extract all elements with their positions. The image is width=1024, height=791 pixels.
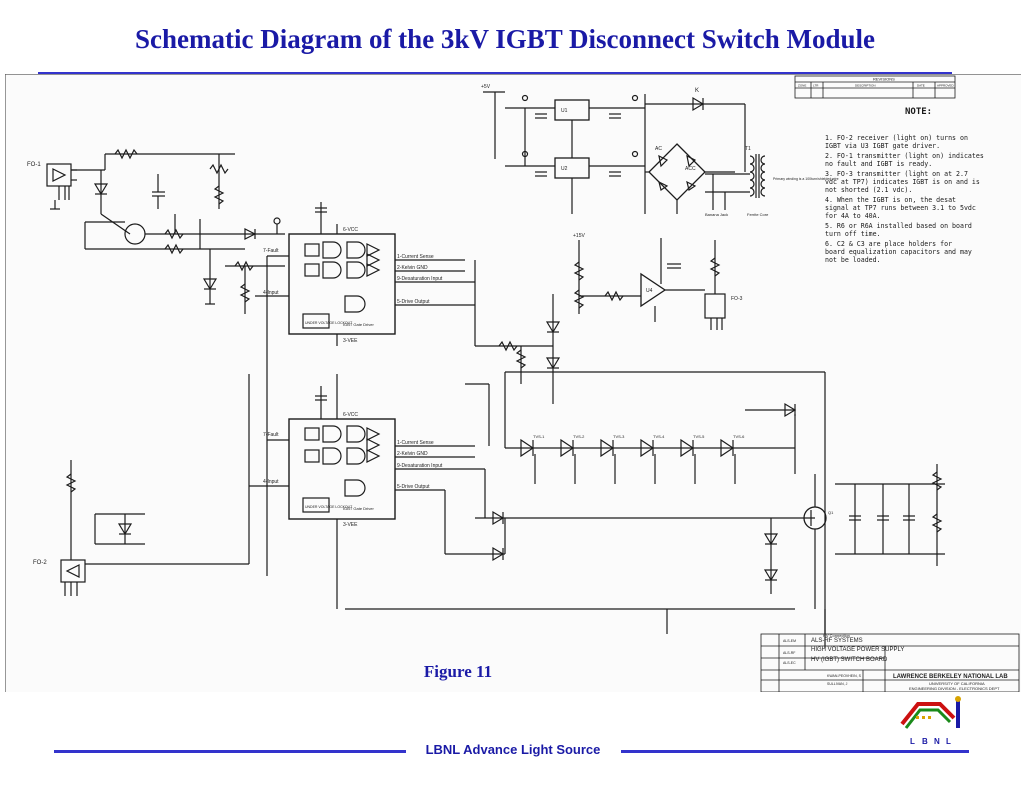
u3-fault-label: 7-Fault <box>263 248 279 254</box>
logo-letter-l2: L <box>946 737 951 746</box>
label-u1: U1 <box>561 108 568 114</box>
note-line: 5. R6 or R6A installed based on board <box>825 222 972 230</box>
rev-col-ltr: LTR <box>813 84 819 88</box>
label-tvs-3: TVS-3 <box>613 434 625 439</box>
rev-col-description: DESCRIPTION <box>855 84 876 88</box>
u3-desat-input-label: 9-Desaturation Input <box>397 276 443 282</box>
u3-uvlo-label: UNDER VOLTAGE LOCKOUT <box>305 321 353 325</box>
note-line: for 4A to 40A. <box>825 212 881 220</box>
note-line: not be loaded. <box>825 256 881 264</box>
rev-col-zone: ZONE <box>798 84 806 88</box>
title-org-line: ALS-RF SYSTEMS <box>811 638 863 644</box>
title-lab-line: LAWRENCE BERKELEY NATIONAL LAB <box>893 674 1008 680</box>
u3-kelvin-gnd-label: 2-Kelvin GND <box>397 265 428 271</box>
lower-vee-label: 3-VEE <box>343 522 358 528</box>
note-line: not shorted (2.1 vdc). <box>825 186 912 194</box>
note-line: IGBT via U3 IGBT gate driver. <box>825 142 940 150</box>
note-line: turn off time. <box>825 230 881 238</box>
title-small-label: KWAN-PEOVHEIN, S <box>827 674 862 678</box>
u3-current-sense-label: 1-Current Sense <box>397 254 434 260</box>
drawing-title-block: ALS-RF SYSTEMS HIGH VOLTAGE POWER SUPPLY… <box>760 633 1020 692</box>
lower-vcc-label: 6-VCC <box>343 412 358 418</box>
title-small-label: ALS-RF <box>783 651 795 655</box>
note-line: 3. FO-3 transmitter (light on at 2.7 <box>825 170 968 178</box>
label-fo3: FO-3 <box>731 296 743 302</box>
label-primary-winding: Primary winding is a 100turn/shielded wi… <box>773 177 839 181</box>
label-q1: Q1 <box>828 510 834 515</box>
revisions-table: REVISIONS ZONE LTR DESCRIPTION DATE APPR… <box>794 75 956 99</box>
title-project-line: HIGH VOLTAGE POWER SUPPLY <box>811 647 904 653</box>
footer-rule-right <box>621 750 969 753</box>
label-tvs-2: TVS-2 <box>573 434 585 439</box>
note-line: no fault and IGBT is ready. <box>825 160 932 168</box>
note-line: 4. When the IGBT is on, the desat <box>825 196 956 204</box>
lower-desat-input-label: 9-Desaturation Input <box>397 463 443 469</box>
fo2-receiver-section: FO-2 <box>33 256 268 596</box>
logo-letter-n: N <box>934 737 940 746</box>
label-k: K <box>695 88 699 94</box>
label-plus5v: +5V <box>481 84 491 90</box>
label-tvs-6: TVS-6 <box>733 434 745 439</box>
schematic-diagram: FO-1 <box>5 74 1021 692</box>
title-div-line: ENGINEERING DIVISION - ELECTRONICS DEPT <box>909 686 1000 691</box>
lower-input-label: 4-Input <box>263 479 279 485</box>
lower-gate-driver: 6-VCC 7-Fault 1-Current Sense 2-Kelvin G… <box>249 374 485 609</box>
lower-current-sense-label: 1-Current Sense <box>397 440 434 446</box>
notes-block: NOTE: 1. FO-2 receiver (light on) turns … <box>825 107 984 264</box>
slide-title: Schematic Diagram of the 3kV IGBT Discon… <box>135 24 875 54</box>
lower-kelvin-gnd-label: 2-Kelvin GND <box>397 451 428 457</box>
logo-letter-l: L <box>910 737 915 746</box>
label-u2: U2 <box>561 166 568 172</box>
revisions-label: REVISIONS <box>873 77 895 82</box>
fo1-transmitter-section: FO-1 <box>27 148 285 314</box>
rev-col-approved: APPROVED <box>937 84 955 88</box>
u3-driver-name: IGBT Gate Driver <box>343 322 374 327</box>
desat-comparator-section: FO-3 +15V U4 <box>475 233 743 404</box>
regulator-section: +5V U1 U2 <box>481 84 646 214</box>
lower-drive-output-label: 5-Drive Output <box>397 484 430 490</box>
title-small-label: SULLIVAN, J <box>827 682 848 686</box>
label-t1: T1 <box>745 146 751 152</box>
u3-drive-output-label: 5-Drive Output <box>397 299 430 305</box>
footer-text: LBNL Advance Light Source <box>425 742 601 757</box>
label-tvs-1: TVS-1 <box>533 434 545 439</box>
note-line: 2. FO-1 transmitter (light on) indicates <box>825 152 984 160</box>
u3-input-label: 4-Input <box>263 290 279 296</box>
note-line: signal at TP7 runs between 3.1 to 5vdc <box>825 204 976 212</box>
note-line: vdc at TP7) indicates IGBT is on and is <box>825 178 980 186</box>
title-small-label: ALS-EC <box>783 661 796 665</box>
logo-letter-b: B <box>922 737 928 746</box>
note-title: NOTE: <box>905 107 932 117</box>
label-banana-jack: Banana Jack <box>705 212 728 217</box>
bridge-rectifier-transformer: K AC ACC T1 Banana Jack Ferrite Core Pri… <box>645 88 839 217</box>
label-tvs-4: TVS-4 <box>653 434 665 439</box>
label-hv-connection: HV Connection <box>823 633 850 638</box>
lbnl-logo-icon: L B N L <box>896 694 976 750</box>
title-univ-line: UNIVERSITY OF CALIFORNIA <box>929 681 985 686</box>
lower-fault-label: 7-Fault <box>263 432 279 438</box>
u3-vee-label: 3-VEE <box>343 338 358 344</box>
lower-uvlo-label: UNDER VOLTAGE LOCKOUT <box>305 505 353 509</box>
label-acc: ACC <box>685 166 696 172</box>
title-small-label: ALS-EM <box>783 639 796 643</box>
title-underline <box>38 72 952 74</box>
label-plus15v: +15V <box>573 233 585 239</box>
label-fo2: FO-2 <box>33 560 47 566</box>
label-ac: AC <box>655 146 662 152</box>
title-drawing-line: HV (IGBT) SWITCH BOARD <box>811 657 888 663</box>
label-fo1: FO-1 <box>27 162 41 168</box>
label-tvs-5: TVS-5 <box>693 434 705 439</box>
note-line: 6. C2 & C3 are place holders for <box>825 240 952 248</box>
figure-caption: Figure 11 <box>423 662 493 681</box>
label-u4: U4 <box>646 288 653 294</box>
tvs-string-igbt: TVS-1 TVS-2 TVS-3 TVS-4 TVS-5 TVS-6 Q1 H… <box>345 371 945 648</box>
note-line: 1. FO-2 receiver (light on) turns on <box>825 134 968 142</box>
lower-driver-name: IGBT Gate Driver <box>343 506 374 511</box>
note-line: board equalization capacitors and may <box>825 248 972 256</box>
rev-col-date: DATE <box>917 84 925 88</box>
u3-vcc-label: 6-VCC <box>343 227 358 233</box>
upper-gate-driver-u3: 6-VCC 1-Current Sense 2-Kelvin GND 9-Des… <box>255 202 475 346</box>
label-ferrite-core: Ferrite Core <box>747 212 769 217</box>
footer-rule-left <box>54 750 406 753</box>
